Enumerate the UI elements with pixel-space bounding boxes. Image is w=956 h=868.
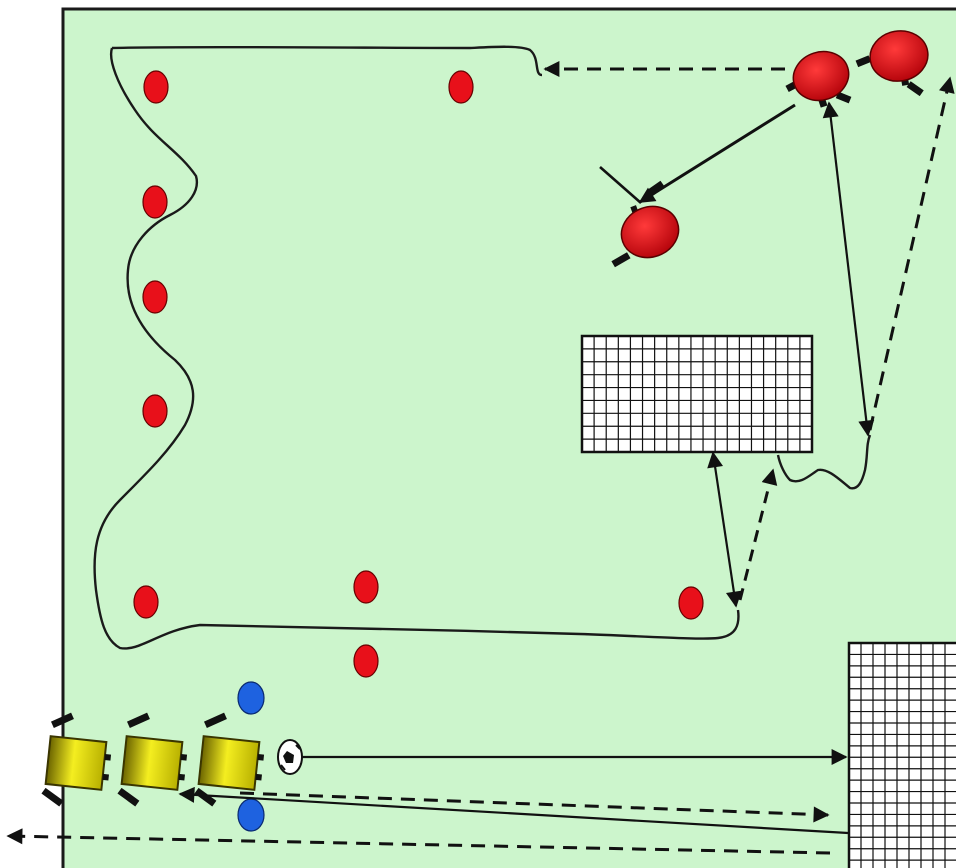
dashed-arrow: [239, 791, 830, 823]
net-grid-icon: [580, 334, 814, 454]
movement-arrows: [6, 61, 955, 855]
red-disc-marker-icon: [133, 585, 159, 619]
red-robot-icon: [611, 180, 680, 268]
red-robot-icon: [855, 30, 929, 97]
solid-arrow: [638, 103, 796, 204]
yellow-robot-icon: [117, 712, 188, 807]
red-disc-marker-icon: [353, 644, 379, 678]
robot-path-outline: [93, 45, 872, 650]
blue-disc-marker-icon: [237, 798, 265, 832]
dashed-arrow: [738, 468, 778, 601]
double-arrow: [707, 451, 742, 608]
red-markers: [133, 70, 704, 678]
red-disc-marker-icon: [142, 185, 168, 219]
pointer-stroke: [599, 166, 642, 204]
red-robot-icon: [785, 50, 852, 108]
soccer-ball-icon: [277, 739, 303, 775]
red-disc-marker-icon: [678, 586, 704, 620]
blue-disc-marker-icon: [237, 681, 265, 715]
red-disc-marker-icon: [448, 70, 474, 104]
dashed-arrow: [868, 76, 955, 431]
red-disc-marker-icon: [142, 394, 168, 428]
solid-arrow: [178, 786, 849, 835]
yellow-robot-icon: [41, 712, 112, 807]
playing-field: [61, 7, 956, 868]
red-disc-marker-icon: [143, 70, 169, 104]
red-disc-marker-icon: [353, 570, 379, 604]
double-arrow: [822, 101, 875, 437]
net-grid-icon: [847, 641, 956, 868]
red-disc-marker-icon: [142, 280, 168, 314]
yellow-robot-icon: [194, 712, 265, 807]
blue-markers: [237, 681, 265, 832]
